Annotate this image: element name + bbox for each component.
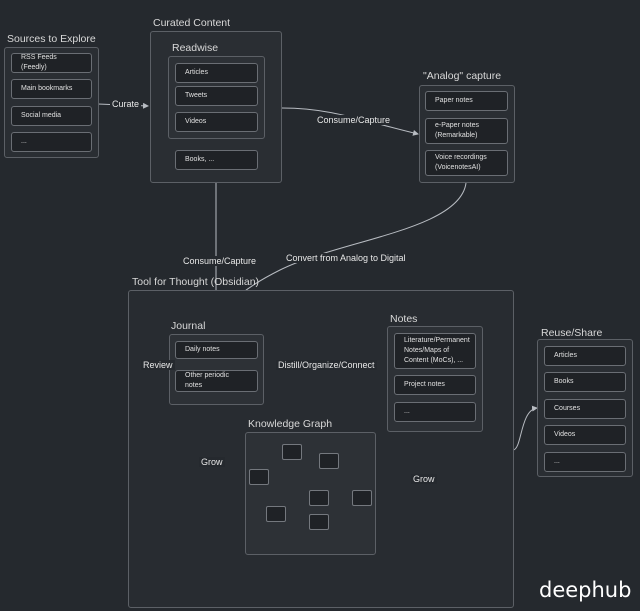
analog-item[interactable]: Voice recordings (VoicenotesAI) (425, 150, 508, 176)
edge-label-review: Review (141, 360, 175, 370)
edge-label-grow: Grow (199, 457, 225, 467)
edge-label-consume-capture: Consume/Capture (315, 115, 393, 125)
analog-item[interactable]: e-Paper notes (Remarkable) (425, 118, 508, 144)
source-item[interactable]: ... (11, 132, 92, 152)
reuse-item[interactable]: Articles (544, 346, 626, 366)
edge-reuse (512, 405, 538, 451)
notes-item[interactable]: Literature/Permanent Notes/Maps of Conte… (394, 333, 476, 369)
reuse-item[interactable]: ... (544, 452, 626, 472)
graph-node (249, 469, 269, 485)
reuse-title: Reuse/Share (541, 327, 603, 339)
readwise-title: Readwise (172, 42, 219, 54)
graph-title: Knowledge Graph (248, 418, 333, 430)
graph-node (282, 444, 302, 460)
journal-item-daily[interactable]: Daily notes (175, 341, 258, 359)
edge-label-distill: Distill/Organize/Connect (276, 360, 377, 370)
reuse-item[interactable]: Courses (544, 399, 626, 419)
edge-label-consume-capture: Consume/Capture (181, 256, 259, 266)
readwise-item[interactable]: Tweets (175, 86, 258, 106)
analog-item[interactable]: Paper notes (425, 91, 508, 111)
source-item[interactable]: Main bookmarks (11, 79, 92, 99)
journal-title: Journal (171, 320, 206, 332)
graph-node (309, 490, 329, 506)
reuse-item[interactable]: Books (544, 372, 626, 392)
analog-title: "Analog" capture (423, 70, 502, 82)
notes-item[interactable]: ... (394, 402, 476, 422)
source-item[interactable]: RSS Feeds (Feedly) (11, 53, 92, 73)
edge-label-grow: Grow (411, 474, 437, 484)
readwise-item[interactable]: Videos (175, 112, 258, 132)
edge-label-curate: Curate (110, 99, 142, 109)
reuse-item[interactable]: Videos (544, 425, 626, 445)
notes-item[interactable]: Project notes (394, 375, 476, 395)
graph-node (266, 506, 286, 522)
readwise-item[interactable]: Articles (175, 63, 258, 83)
source-item[interactable]: Social media (11, 106, 92, 126)
watermark-logo: deephub (539, 578, 632, 602)
curated-title: Curated Content (153, 17, 231, 29)
curated-item-books[interactable]: Books, ... (175, 150, 258, 170)
graph-node (352, 490, 372, 506)
graph-node (319, 453, 339, 469)
tool-title: Tool for Thought (Obsidian) (132, 276, 260, 288)
notes-title: Notes (390, 313, 418, 325)
sources-title: Sources to Explore (7, 33, 96, 45)
journal-item-periodic[interactable]: Other periodic notes (175, 370, 258, 392)
edge-label-convert: Convert from Analog to Digital (284, 253, 408, 263)
graph-node (309, 514, 329, 530)
